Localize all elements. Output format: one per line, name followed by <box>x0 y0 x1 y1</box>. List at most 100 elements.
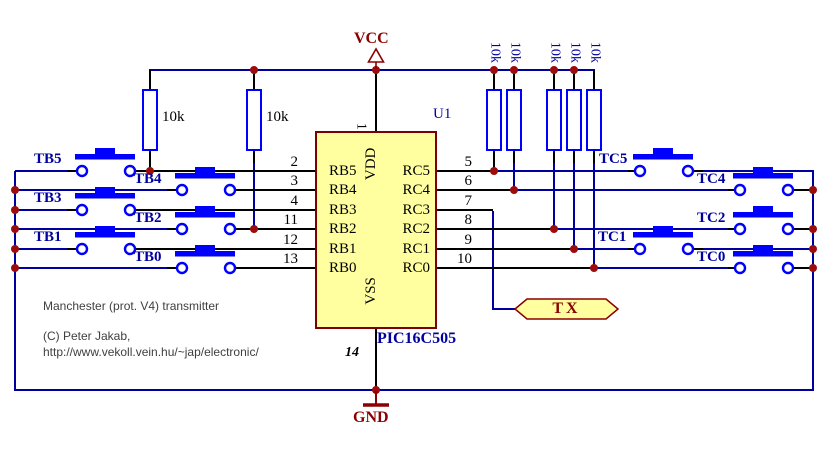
button-terminal <box>75 164 89 178</box>
button-nub-tc1 <box>653 226 673 233</box>
button-bar-tc0 <box>733 251 793 257</box>
pin-number-4: 4 <box>290 193 299 209</box>
junction-dot <box>809 186 817 194</box>
button-terminal <box>633 164 647 178</box>
pin-number-3: 3 <box>290 173 299 189</box>
pin-number-9: 9 <box>464 232 473 248</box>
resistor-body-r2 <box>246 89 262 151</box>
button-label-tc0: TC0 <box>697 249 726 265</box>
button-terminal <box>123 164 137 178</box>
junction-dot <box>11 225 19 233</box>
button-terminal <box>223 183 237 197</box>
button-terminal <box>781 222 795 236</box>
junction-dot <box>590 264 598 272</box>
note-copyright: (C) Peter Jakab, <box>43 329 131 343</box>
resistor-value-right5: 10k <box>587 41 603 63</box>
chip-pin-rb0: RB0 <box>329 260 357 276</box>
button-terminal <box>175 222 189 236</box>
button-bar-tb3 <box>75 193 135 199</box>
button-caps <box>75 148 793 257</box>
button-label-tc4: TC4 <box>697 171 726 187</box>
chip-part-number: PIC16C505 <box>377 330 457 347</box>
button-bar-tc5 <box>633 154 693 160</box>
tx-net-label: TX <box>552 300 581 317</box>
chip-pin-rc0: RC0 <box>402 260 430 276</box>
button-nub-tb4 <box>195 167 215 174</box>
button-bar-tb5 <box>75 154 135 160</box>
resistor-body-r6 <box>566 89 582 151</box>
junction-dot <box>250 225 258 233</box>
junction-dot <box>809 245 817 253</box>
button-bar-tb4 <box>175 173 235 179</box>
junction-dot <box>510 66 518 74</box>
button-terminal <box>733 261 747 275</box>
button-terminal <box>175 261 189 275</box>
resistor-body-r1 <box>142 89 158 151</box>
junction-dot <box>550 66 558 74</box>
button-nub-tb2 <box>195 206 215 213</box>
gnd-label: GND <box>353 409 389 426</box>
note-title: Manchester (prot. V4) transmitter <box>43 299 220 313</box>
vcc-label: VCC <box>354 30 389 47</box>
button-label-tc5: TC5 <box>599 151 628 167</box>
note-url: http://www.vekoll.vein.hu/~jap/electroni… <box>43 345 259 359</box>
junction-dot <box>570 245 578 253</box>
resistor-value-right1: 10k <box>487 41 503 63</box>
junction-dot <box>11 245 19 253</box>
pin-number-2: 2 <box>290 154 299 170</box>
pin-number-10: 10 <box>457 251 472 267</box>
button-terminal <box>75 242 89 256</box>
power-symbols <box>363 47 389 407</box>
button-terminal <box>175 183 189 197</box>
junction-dot <box>372 386 380 394</box>
button-terminal <box>123 242 137 256</box>
resistor-value-left1: 10k <box>162 109 185 125</box>
pin-number-11: 11 <box>283 212 298 228</box>
wires-black <box>67 70 814 390</box>
button-nub-tb5 <box>95 148 115 155</box>
button-label-tb4: TB4 <box>134 171 162 187</box>
chip-pin-rc4: RC4 <box>402 182 430 198</box>
junction-dot <box>372 66 380 74</box>
button-label-tb5: TB5 <box>34 151 62 167</box>
button-nub-tb0 <box>195 245 215 252</box>
junction-dot <box>250 66 258 74</box>
button-terminal <box>223 261 237 275</box>
chip-body <box>315 131 437 329</box>
junction-dot <box>11 264 19 272</box>
junction-dot <box>570 66 578 74</box>
pin-number-12: 12 <box>283 232 298 248</box>
chip-pin-rb4: RB4 <box>329 182 357 198</box>
button-label-tb3: TB3 <box>34 190 62 206</box>
button-bar-tb2 <box>175 212 235 218</box>
button-terminals <box>75 164 795 275</box>
pin-number-7: 7 <box>464 193 473 209</box>
junction-dot <box>490 167 498 175</box>
button-terminal <box>75 203 89 217</box>
pin-number-8: 8 <box>464 212 473 228</box>
button-terminal <box>123 203 137 217</box>
button-label-tb2: TB2 <box>134 210 162 226</box>
button-terminal <box>633 242 647 256</box>
resistors <box>142 89 602 151</box>
resistor-body-r7 <box>586 89 602 151</box>
chip-pin-rb3: RB3 <box>329 202 357 218</box>
pin-number-13: 13 <box>283 251 298 267</box>
chip-pin-rc3: RC3 <box>402 202 430 218</box>
resistor-body-r3 <box>486 89 502 151</box>
chip-pin-vss: VSS <box>363 277 380 305</box>
chip-pin14-number: 14 <box>345 345 359 360</box>
button-terminal <box>733 183 747 197</box>
chip-pin-rb5: RB5 <box>329 163 357 179</box>
junction-dot <box>809 225 817 233</box>
button-nub-tb1 <box>95 226 115 233</box>
button-label-tb0: TB0 <box>134 249 162 265</box>
resistor-value-right2: 10k <box>507 41 523 63</box>
button-terminal <box>681 164 695 178</box>
button-terminal <box>733 222 747 236</box>
button-bar-tc4 <box>733 173 793 179</box>
button-nub-tc2 <box>753 206 773 213</box>
push-buttons <box>75 148 795 275</box>
